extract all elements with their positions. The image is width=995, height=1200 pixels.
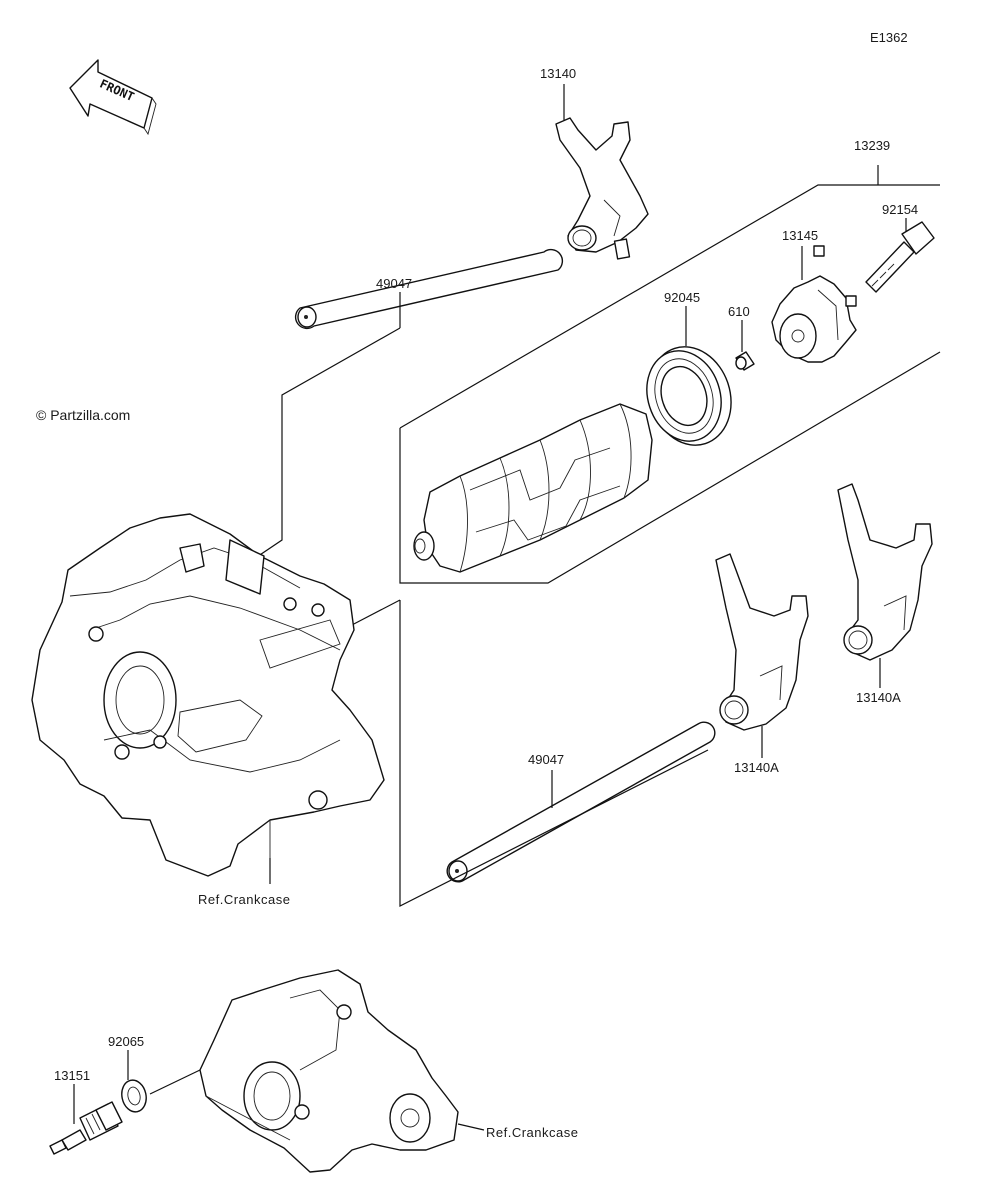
callout-fork-top: 13140 bbox=[540, 66, 576, 81]
callout-fork-right: 13140A bbox=[856, 690, 901, 705]
callout-shaft-lower: 49047 bbox=[528, 752, 564, 767]
neutral-switch bbox=[49, 1084, 123, 1155]
callout-switch: 13151 bbox=[54, 1068, 90, 1083]
shift-drum bbox=[413, 403, 653, 573]
bearing bbox=[646, 306, 732, 446]
callout-pin: 610 bbox=[728, 304, 750, 319]
crankcase-lower bbox=[199, 969, 485, 1173]
drum-assembly-bracket bbox=[399, 165, 941, 584]
copyright-text: © Partzilla.com bbox=[36, 407, 130, 423]
fork-shaft-lower bbox=[446, 721, 716, 883]
callout-bearing: 92045 bbox=[664, 290, 700, 305]
callout-washer: 92065 bbox=[108, 1034, 144, 1049]
assembly-bracket-lower bbox=[399, 600, 709, 907]
shift-fork-top bbox=[555, 84, 649, 260]
crankcase-upper bbox=[31, 513, 385, 877]
callout-holder: 13145 bbox=[782, 228, 818, 243]
drum-holder bbox=[771, 245, 857, 363]
ref-crankcase-upper: Ref.Crankcase bbox=[198, 892, 290, 907]
diagram-code: E1362 bbox=[870, 30, 908, 45]
callout-drum-assembly: 13239 bbox=[854, 138, 890, 153]
pin bbox=[735, 320, 755, 371]
shift-fork-right bbox=[837, 483, 933, 688]
ref-crankcase-lower: Ref.Crankcase bbox=[486, 1125, 578, 1140]
callout-bolt: 92154 bbox=[882, 202, 918, 217]
callout-fork-middle: 13140A bbox=[734, 760, 779, 775]
callout-shaft-upper: 49047 bbox=[376, 276, 412, 291]
shift-fork-middle bbox=[715, 553, 809, 758]
front-arrow-icon: FRONT bbox=[69, 59, 157, 136]
bolt bbox=[865, 218, 935, 293]
washer bbox=[121, 1050, 201, 1113]
